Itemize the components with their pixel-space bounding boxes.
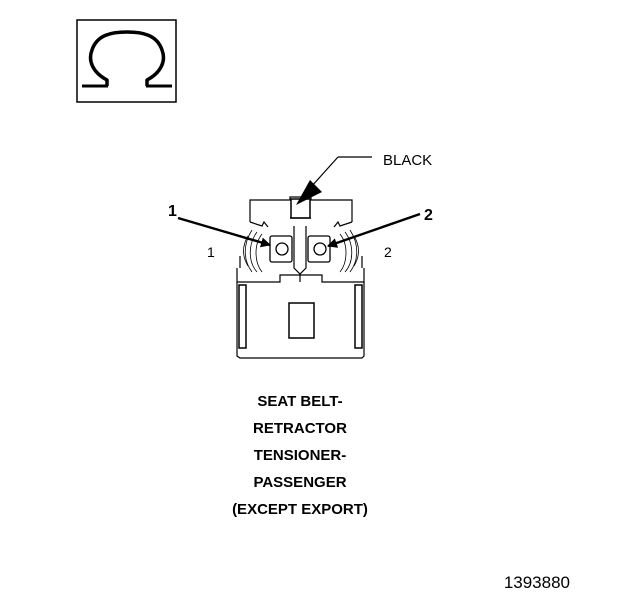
color-callout: BLACK xyxy=(296,152,432,205)
seal-hatching-right xyxy=(339,229,359,273)
connector-caption: SEAT BELT- RETRACTOR TENSIONER- PASSENGE… xyxy=(150,388,450,523)
caption-line: SEAT BELT- xyxy=(257,393,343,410)
ohm-symbol-box xyxy=(76,19,177,103)
connector-body xyxy=(236,196,365,359)
caption-line: RETRACTOR xyxy=(253,420,347,437)
pin-callout-1: 1 xyxy=(168,203,271,248)
callout-label-1: 1 xyxy=(168,203,177,220)
side-latch-left xyxy=(238,284,247,349)
caption-line: TENSIONER- xyxy=(253,447,347,464)
center-window xyxy=(288,302,315,339)
terminal-number-2: 2 xyxy=(384,244,392,260)
color-callout-label: BLACK xyxy=(383,152,432,169)
figure-number: 1393880 xyxy=(503,573,570,592)
caption-line: PASSENGER xyxy=(253,474,347,491)
callout-label-2: 2 xyxy=(424,207,433,224)
caption-line: (EXCEPT EXPORT) xyxy=(232,501,368,518)
ohm-icon xyxy=(82,30,172,88)
terminal-number-1: 1 xyxy=(207,244,215,260)
side-latch-right xyxy=(354,284,363,349)
pin-callout-2: 2 xyxy=(327,207,433,248)
terminal-cavity-2 xyxy=(307,235,331,263)
terminal-cavity-1 xyxy=(269,235,293,263)
seal-hatching-left xyxy=(243,229,263,273)
